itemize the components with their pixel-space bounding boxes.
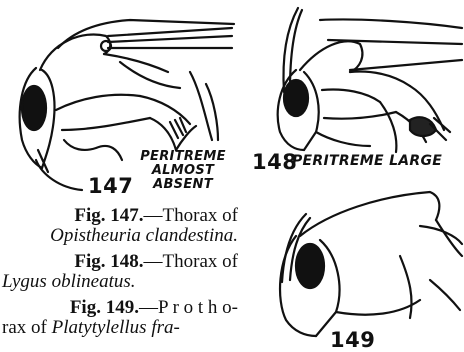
caption-148-figref: Fig. 148. (74, 251, 143, 272)
figure-148-number: 148 (252, 150, 297, 174)
fig-149-drawing (280, 192, 462, 336)
fig-148-drawing (278, 8, 462, 152)
caption-fig-149-line-2: rax of Platytylellus fra- (2, 318, 180, 338)
caption-fig-148-line-1: Fig. 148.—Thorax of (74, 252, 238, 272)
figure-147-label-line-3: ABSENT (128, 178, 238, 192)
caption-149-figref: Fig. 149. (70, 297, 139, 318)
figure-147-label-line-1: PERITREME (128, 150, 238, 164)
caption-fig-147-line-1: Fig. 147.—Thorax of (74, 206, 238, 226)
caption-149-sep: —P r o t h o- (139, 297, 238, 318)
caption-147-figref: Fig. 147. (74, 205, 143, 226)
caption-fig-149-line-1: Fig. 149.—P r o t h o- (70, 298, 238, 318)
caption-fig-148-line-2: Lygus oblineatus. (2, 272, 136, 292)
figure-149-number: 149 (330, 328, 375, 352)
figure-147-label: PERITREME ALMOST ABSENT (128, 150, 238, 192)
caption-148-sep: —Thorax of (144, 251, 238, 272)
figure-147-number: 147 (88, 174, 133, 198)
caption-148-species: Lygus oblineatus. (2, 271, 136, 292)
caption-147-sep: —Thorax of (144, 205, 238, 226)
caption-fig-147-line-2: Opistheuria clandestina. (50, 226, 238, 246)
caption-147-species: Opistheuria clandestina. (50, 225, 238, 246)
figure-148-label: PERITREME LARGE (292, 154, 464, 168)
figure-147-label-line-2: ALMOST (128, 164, 238, 178)
caption-149-species: Platytylellus fra- (52, 317, 180, 338)
caption-149-plain: rax of (2, 317, 52, 338)
